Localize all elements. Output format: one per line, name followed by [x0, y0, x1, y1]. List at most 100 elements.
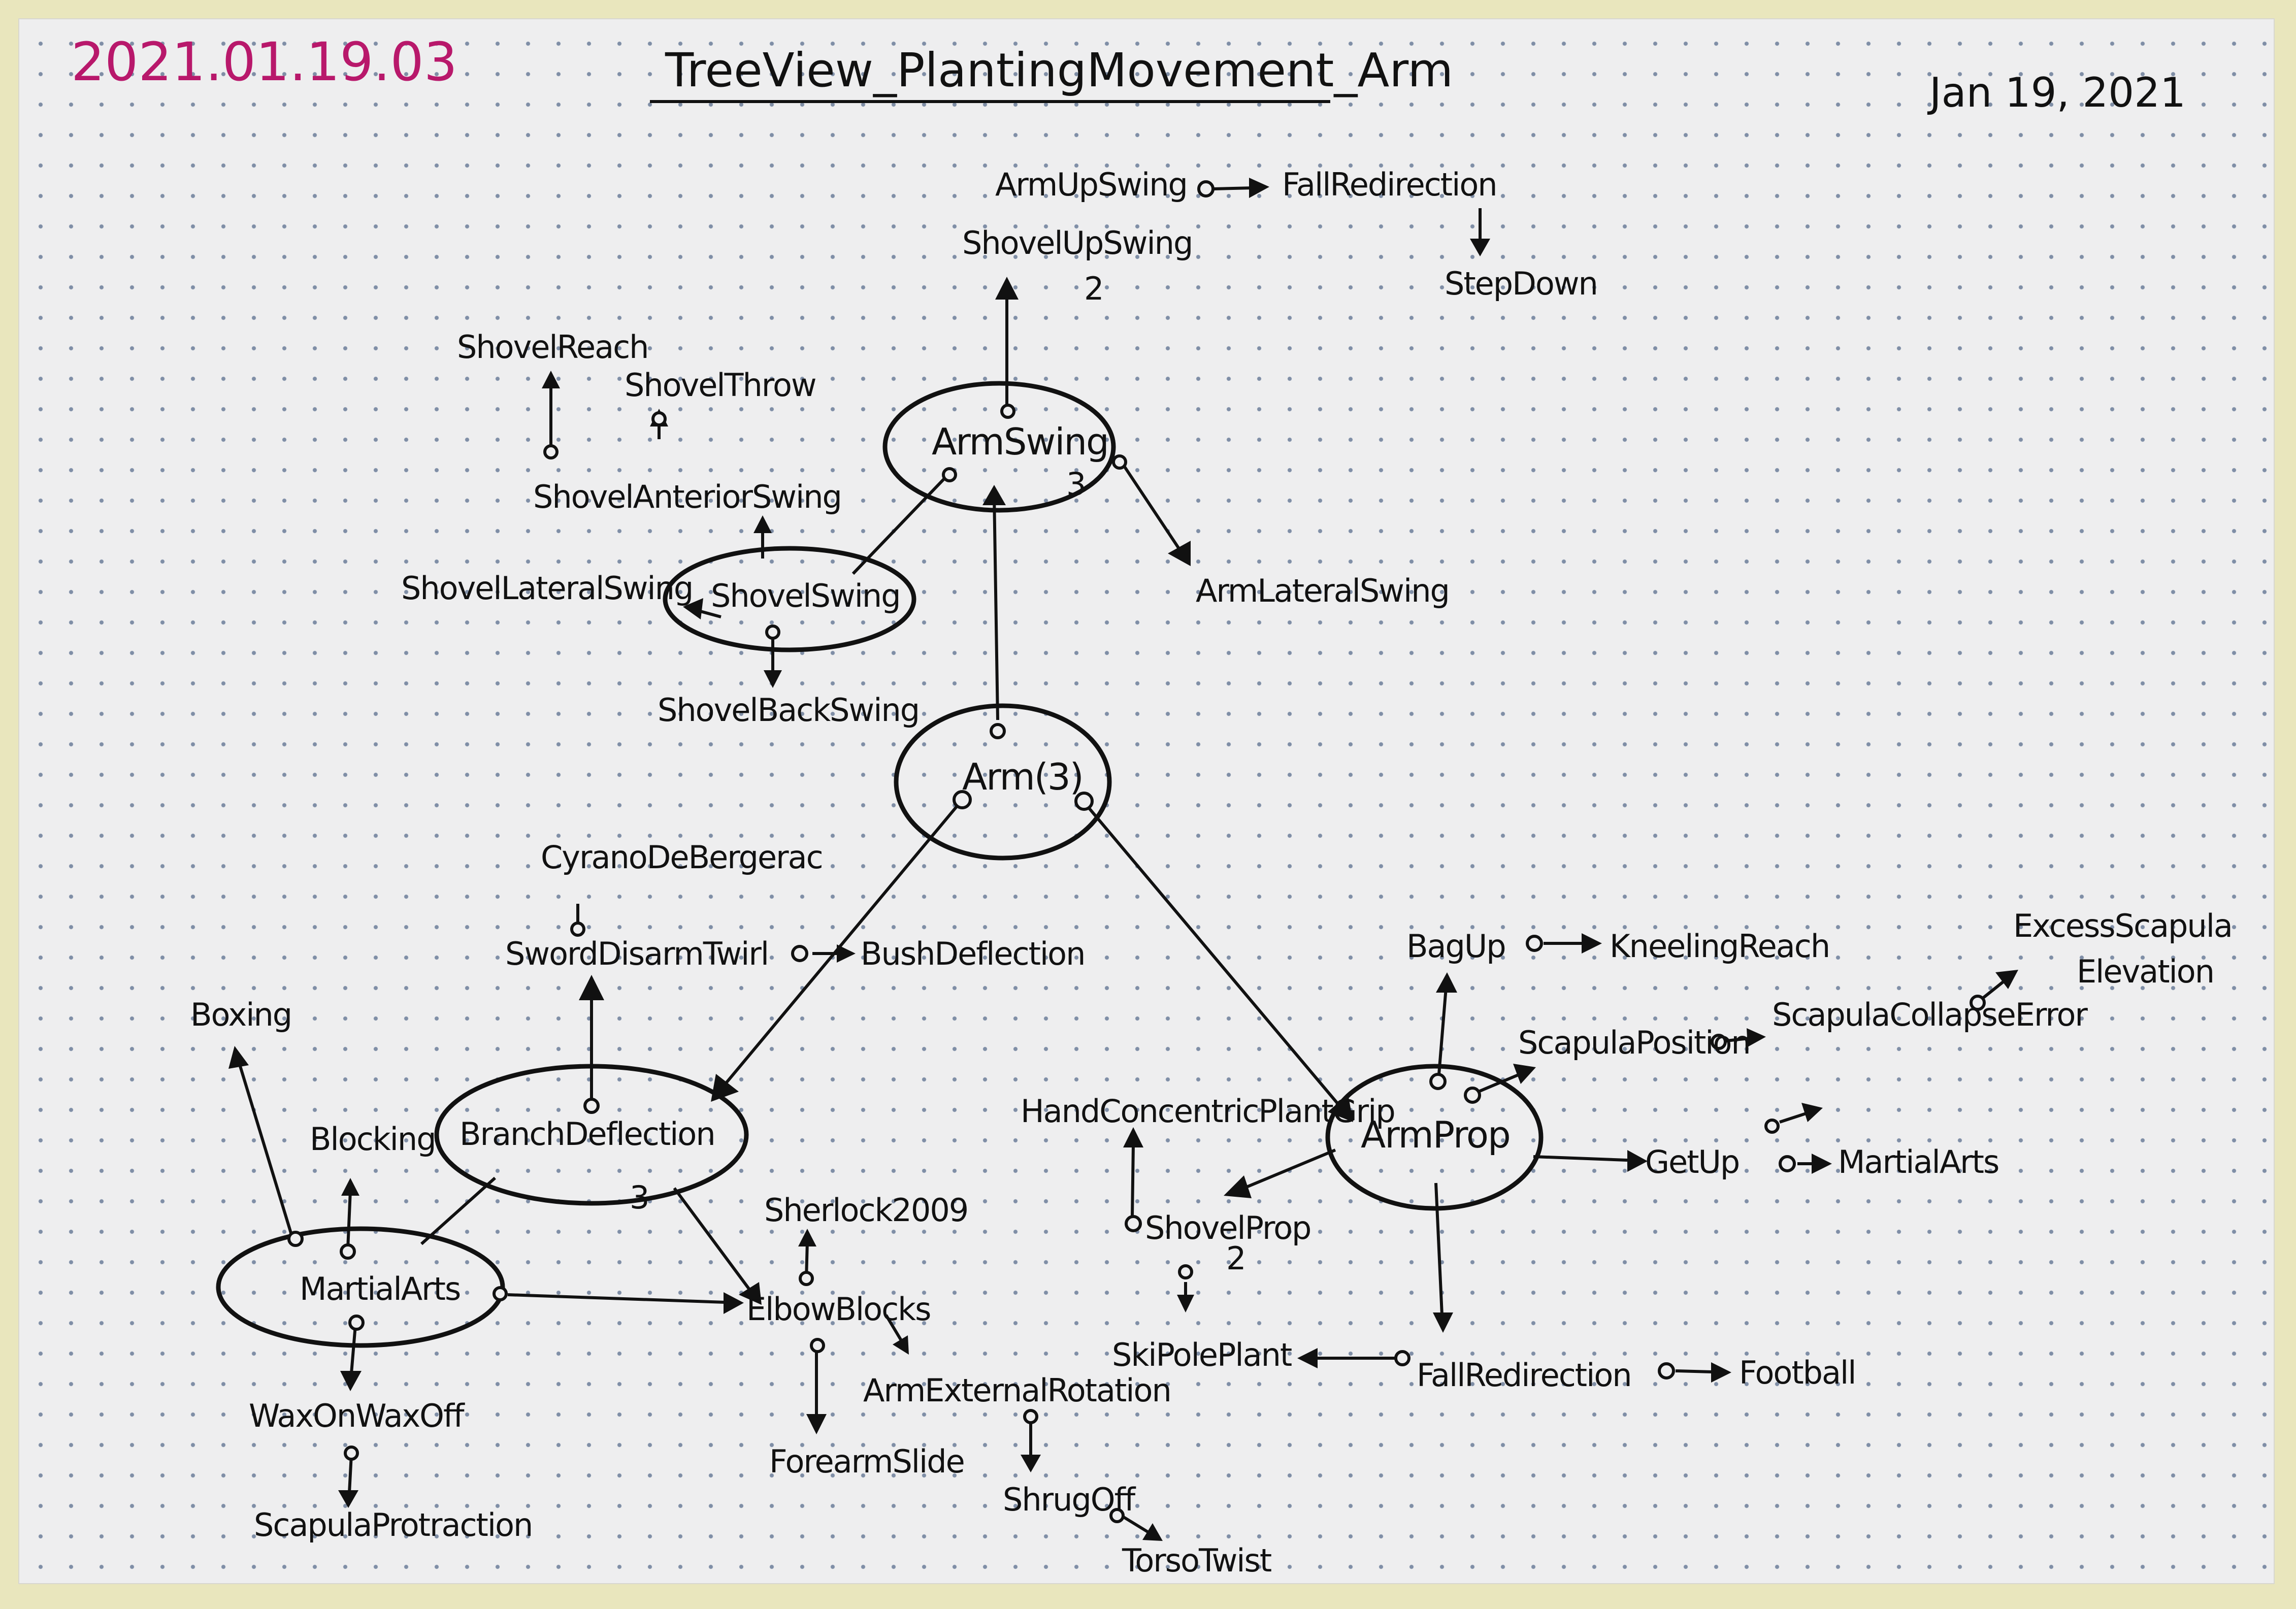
marker: [287, 1231, 304, 1247]
arrowhead: [1436, 972, 1457, 993]
marker: [791, 945, 808, 962]
arrowhead: [837, 944, 856, 963]
arrowhead: [1433, 1312, 1453, 1333]
arrowhead: [806, 1414, 827, 1434]
node-arm-up-swing: ArmUpSwing: [995, 166, 1187, 203]
arrowhead: [228, 1046, 249, 1069]
marker: [1526, 935, 1543, 952]
node-scapula-collapse-error: ScapulaCollapseError: [1772, 996, 2088, 1033]
node-shovel-swing: ShovelSwing: [711, 577, 900, 614]
edge-waxon-protraction: [348, 1454, 353, 1493]
node-shrug-off: ShrugOff: [1003, 1481, 1136, 1518]
marker: [1464, 1087, 1481, 1104]
marker: [1658, 1362, 1675, 1380]
arrowhead: [542, 371, 560, 388]
node-bag-up: BagUp: [1406, 928, 1505, 965]
node-scapula-position: ScapulaPosition: [1518, 1024, 1750, 1061]
arrowhead: [1177, 1295, 1194, 1312]
node-labels: Arm(3) ArmSwing 3 ArmUpSwing ShovelUpSwi…: [190, 166, 2233, 1579]
node-step-down: StepDown: [1445, 265, 1597, 302]
edge-shovelprop-handgrip: [1131, 1144, 1135, 1217]
date-stamp: 2021.01.19.03: [71, 31, 457, 93]
node-excess-scapula: ExcessScapula: [2013, 907, 2232, 944]
marker: [810, 1338, 825, 1353]
edge-armprop-fallredirection: [1434, 1183, 1444, 1316]
arrowhead: [1249, 178, 1269, 198]
marker: [765, 625, 780, 640]
marker: [583, 1098, 600, 1114]
branchdeflection-ellipse: [434, 1064, 749, 1206]
node-branch-deflection-num: 3: [630, 1179, 648, 1216]
arrowhead: [893, 1335, 909, 1355]
node-shovel-back-swing: ShovelBackSwing: [658, 692, 919, 729]
marker: [1711, 1034, 1727, 1050]
arrowhead: [1801, 1103, 1823, 1122]
marker: [1764, 1119, 1780, 1134]
arrowhead: [1812, 1154, 1832, 1174]
edge-elbow-rotation: [884, 1314, 904, 1344]
arrowhead: [338, 1490, 358, 1508]
marker: [1109, 1508, 1125, 1523]
node-fall-redirection-top: FallRedirection: [1282, 166, 1497, 203]
edge-martial-waxon: [350, 1325, 357, 1374]
node-football: Football: [1739, 1354, 1855, 1391]
arrowhead: [1224, 1175, 1252, 1198]
node-shovel-prop: ShovelProp: [1145, 1209, 1310, 1246]
node-arm-external-rotation: ArmExternalRotation: [863, 1372, 1171, 1409]
node-elbow-blocks: ElbowBlocks: [746, 1291, 930, 1328]
arrowhead: [753, 515, 772, 533]
node-wax-on-wax-off: WaxOnWaxOff: [249, 1397, 466, 1434]
date-written: Jan 19, 2021: [1927, 69, 2186, 116]
edge-arm-armprop: [1083, 801, 1342, 1108]
edge-armprop-scapulaposition: [1471, 1072, 1522, 1096]
node-elevation: Elevation: [2077, 953, 2214, 990]
marker: [990, 723, 1006, 739]
node-cyrano-de-bergerac: CyranoDeBergerac: [541, 839, 823, 876]
arrowhead: [1328, 1094, 1353, 1122]
arrowhead: [341, 1178, 359, 1196]
node-shovel-prop-num: 2: [1226, 1240, 1245, 1277]
arrowhead: [798, 1229, 816, 1246]
edge-martial-elbow: [507, 1293, 727, 1304]
node-arm-prop: ArmProp: [1361, 1113, 1510, 1156]
node-ellipses: [216, 381, 1544, 1348]
node-hand-concentric-plant-grip: HandConcentricPlantGrip: [1021, 1093, 1395, 1130]
marker: [651, 411, 667, 426]
node-torso-twist: TorsoTwist: [1122, 1542, 1271, 1579]
node-ski-pole-plant: SkiPolePlant: [1112, 1336, 1292, 1373]
shovelswing-ellipse: [663, 546, 916, 652]
edge-branch-martial: [420, 1176, 497, 1245]
arrowhead: [1297, 1348, 1318, 1368]
node-bush-deflection: BushDeflection: [861, 935, 1085, 972]
marker: [543, 444, 559, 459]
node-boxing: Boxing: [190, 996, 291, 1033]
marker: [1394, 1350, 1411, 1366]
arrowhead: [1711, 1362, 1731, 1383]
marker: [1000, 404, 1015, 419]
arrowhead: [724, 1292, 744, 1314]
marker: [570, 922, 585, 937]
edge-position-collapse: [1726, 1037, 1750, 1042]
arrowhead: [1021, 1455, 1041, 1472]
diagram-title: TreeView_PlantingMovement_Arm: [665, 43, 1453, 97]
node-armswing: ArmSwing: [932, 420, 1108, 463]
marker: [1178, 1264, 1193, 1279]
edge-getup-branch: [1779, 1111, 1808, 1124]
node-up-swing-num: 2: [1084, 270, 1103, 307]
marker: [953, 790, 972, 809]
marker: [799, 1271, 814, 1286]
marker: [1197, 180, 1215, 198]
node-shovel-up-swing: ShovelUpSwing: [962, 224, 1192, 261]
node-arm: Arm(3): [962, 756, 1083, 798]
edge-armswing-shovelswing: [851, 471, 952, 575]
node-kneeling-reach: KneelingReach: [1610, 928, 1829, 965]
arrowhead: [1582, 933, 1602, 954]
node-armswing-num: 3: [1066, 466, 1085, 503]
edge-armprop-getup: [1533, 1155, 1628, 1162]
arrowhead: [1470, 239, 1490, 256]
node-shovel-lateral-swing: ShovelLateralSwing: [401, 570, 693, 607]
node-martial-arts-left: MartialArts: [300, 1270, 460, 1307]
edge-upswing-fallredirection: [1213, 186, 1255, 190]
marker: [1125, 1215, 1142, 1232]
